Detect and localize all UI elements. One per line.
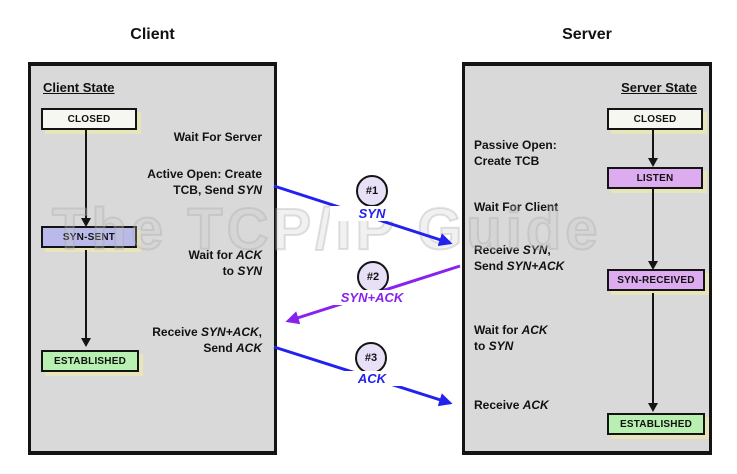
text-run: Active Open: Create bbox=[147, 167, 262, 181]
down-arrow-icon bbox=[81, 250, 91, 347]
text-run: , bbox=[547, 243, 551, 257]
server-state-listen: LISTEN bbox=[607, 167, 703, 189]
message-3-badge: #3 bbox=[355, 342, 387, 374]
client-annot-wait-for-server: Wait For Server bbox=[174, 130, 262, 146]
text-run: ACK bbox=[236, 248, 262, 262]
text-run: Receive bbox=[474, 398, 523, 412]
text-run: to bbox=[222, 263, 238, 278]
server-panel: Server State CLOSED LISTEN SYN-RECEIVED … bbox=[462, 62, 712, 455]
client-title: Client bbox=[130, 26, 175, 43]
down-arrow-icon bbox=[648, 130, 658, 167]
text-run: SYN bbox=[237, 182, 262, 197]
server-state-established: ESTABLISHED bbox=[607, 413, 705, 435]
text-run: Wait for bbox=[188, 248, 236, 262]
client-panel: Client State CLOSED SYN-SENT ESTABLISHED… bbox=[28, 62, 277, 455]
text-run: Wait For Server bbox=[173, 130, 262, 144]
text-run: SYN bbox=[237, 263, 262, 278]
text-run: Wait For Client bbox=[474, 200, 559, 214]
text-run: Send bbox=[203, 340, 236, 355]
message-3-label: ACK bbox=[330, 371, 414, 386]
message-1-badge: #1 bbox=[356, 175, 388, 207]
text-run: ACK bbox=[236, 340, 262, 355]
text-run: , bbox=[258, 325, 262, 339]
text-run: SYN bbox=[488, 338, 514, 353]
text-run: SYN+ACK bbox=[200, 325, 259, 339]
text-run: to bbox=[474, 338, 489, 353]
message-2-label: SYN+ACK bbox=[320, 290, 424, 305]
text-run: SYN+ACK bbox=[506, 258, 565, 273]
server-annot-wait-for-ack: Wait for ACK to SYN bbox=[474, 323, 548, 354]
down-arrow-icon bbox=[648, 293, 658, 412]
server-annot-receive-syn: Receive SYN, Send SYN+ACK bbox=[474, 243, 564, 274]
text-run: Send bbox=[474, 258, 507, 273]
server-state-header: Server State bbox=[621, 80, 697, 95]
text-run: TCB, Send bbox=[173, 182, 238, 197]
text-run: ACK bbox=[521, 323, 548, 337]
message-1-label: SYN bbox=[330, 206, 414, 221]
text-run: Wait for bbox=[474, 323, 522, 337]
server-annot-receive-ack: Receive ACK bbox=[474, 398, 549, 414]
server-state-closed: CLOSED bbox=[607, 108, 703, 130]
client-state-closed: CLOSED bbox=[41, 108, 137, 130]
down-arrow-icon bbox=[648, 189, 658, 270]
text-run: ACK bbox=[522, 398, 549, 412]
text-run: Receive bbox=[474, 243, 523, 257]
server-state-syn-received: SYN-RECEIVED bbox=[607, 269, 705, 291]
text-run: Receive bbox=[152, 325, 201, 339]
server-annot-passive-open: Passive Open:Create TCB bbox=[474, 138, 557, 169]
message-2-badge: #2 bbox=[357, 261, 389, 293]
text-run: Passive Open: bbox=[474, 138, 557, 152]
client-state-header: Client State bbox=[43, 80, 115, 95]
down-arrow-icon bbox=[81, 130, 91, 227]
text-run: SYN bbox=[522, 243, 548, 257]
server-annot-wait-for-client: Wait For Client bbox=[474, 200, 558, 216]
client-annot-receive-syn-ack: Receive SYN+ACK, Send ACK bbox=[152, 325, 262, 356]
text-run: Create TCB bbox=[474, 153, 540, 168]
client-state-syn-sent: SYN-SENT bbox=[41, 226, 137, 248]
server-title: Server bbox=[562, 26, 612, 43]
client-state-established: ESTABLISHED bbox=[41, 350, 139, 372]
